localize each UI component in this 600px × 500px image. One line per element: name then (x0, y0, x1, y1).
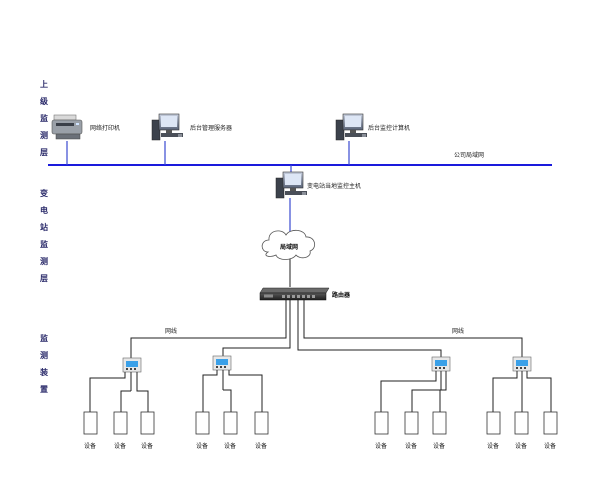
svg-text:测: 测 (40, 256, 48, 266)
company-lan-label: 公司局域网 (454, 151, 484, 159)
svg-text:测: 测 (40, 130, 48, 140)
router-icon (259, 287, 330, 301)
layer-label-top: 上 级 监 测 层 (39, 79, 49, 157)
router-label: 路由器 (332, 291, 351, 299)
printer-icon (51, 114, 83, 140)
device-icon (113, 411, 128, 435)
monitor-unit-icon (212, 355, 232, 371)
lan-cloud-icon (261, 229, 316, 260)
device-icon (374, 411, 389, 435)
layer-label-station: 变 电 站 监 测 层 (39, 188, 48, 283)
monitor-pc-label: 后台监控计算机 (368, 124, 410, 132)
router-unit-links (130, 300, 523, 358)
svg-text:监: 监 (40, 239, 48, 249)
device-label: 设备 (224, 442, 236, 450)
svg-text:变: 变 (40, 188, 48, 198)
unit-device-links (89, 370, 552, 412)
monitor-unit-icon (122, 357, 142, 373)
svg-text:层: 层 (39, 148, 48, 157)
monitor-pc-icon (335, 113, 367, 141)
device-icon (223, 411, 238, 435)
device-label: 设备 (255, 442, 267, 450)
device-label: 设备 (487, 442, 499, 450)
device-icon (486, 411, 501, 435)
net-line-right-label: 网线 (452, 327, 464, 335)
device-icon (254, 411, 269, 435)
device-icon (140, 411, 155, 435)
monitor-unit-icon (431, 356, 451, 372)
svg-text:层: 层 (39, 274, 48, 283)
device-label: 设备 (375, 442, 387, 450)
device-label: 设备 (544, 442, 556, 450)
device-label: 设备 (141, 442, 153, 450)
device-icon (514, 411, 529, 435)
device-icon (195, 411, 210, 435)
device-label: 设备 (196, 442, 208, 450)
mgmt-server-icon (151, 113, 183, 141)
mgmt-server-label: 后台管理服务器 (190, 124, 232, 132)
svg-text:站: 站 (40, 222, 48, 232)
lan-cloud-label: 局域网 (279, 243, 298, 251)
device-icon (83, 411, 98, 435)
net-line-left-label: 网线 (165, 327, 177, 335)
device-label: 设备 (515, 442, 527, 450)
layer-label-device: 监 测 装 置 (39, 333, 48, 394)
svg-text:上: 上 (40, 79, 48, 89)
printer-label: 网络打印机 (90, 124, 120, 132)
svg-text:置: 置 (40, 384, 48, 394)
svg-text:测: 测 (40, 350, 48, 360)
svg-text:电: 电 (40, 205, 48, 215)
device-icon (404, 411, 419, 435)
device-label: 设备 (84, 442, 96, 450)
svg-text:级: 级 (39, 96, 49, 106)
station-host-icon (275, 171, 307, 199)
device-label: 设备 (433, 442, 445, 450)
svg-text:装: 装 (39, 367, 48, 377)
svg-text:监: 监 (40, 333, 48, 343)
svg-text:监: 监 (40, 113, 48, 123)
device-label: 设备 (405, 442, 417, 450)
device-icon (543, 411, 558, 435)
station-host-label: 变电站当地监控主机 (307, 182, 361, 190)
monitor-unit-icon (512, 356, 532, 372)
device-label: 设备 (114, 442, 126, 450)
device-icon (432, 411, 447, 435)
